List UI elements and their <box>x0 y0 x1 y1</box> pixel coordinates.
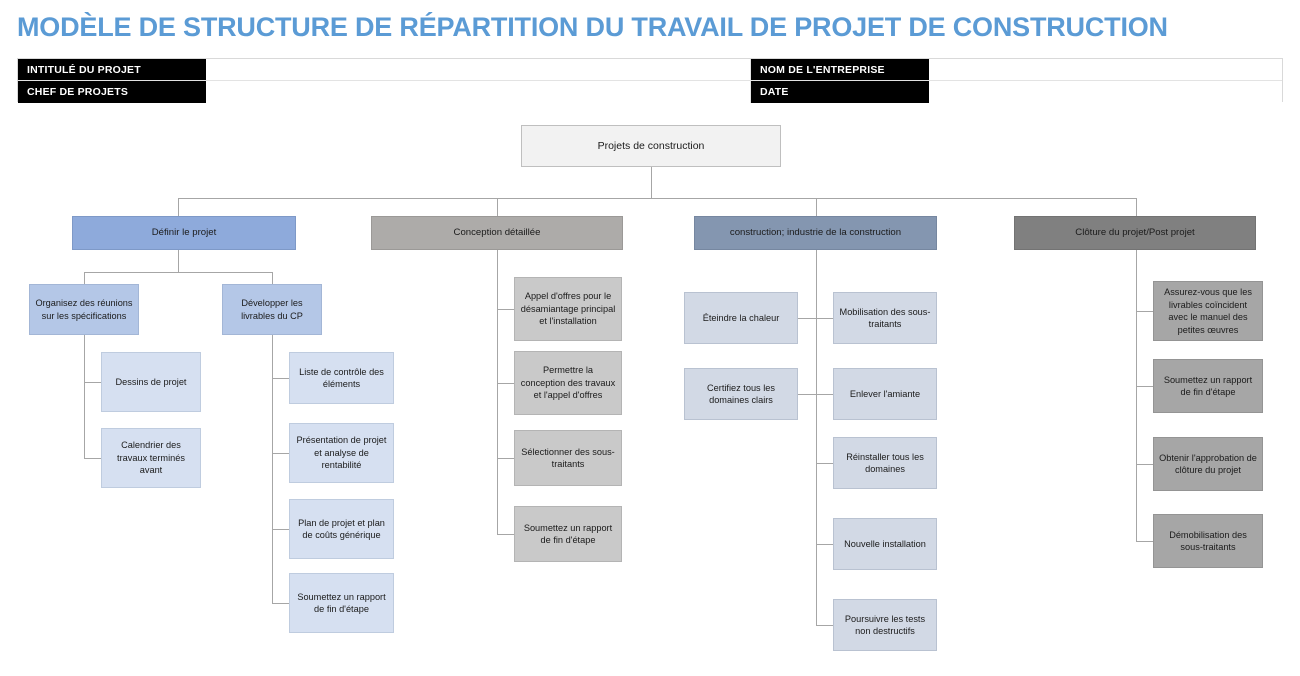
node-phase-definir-le-projet[interactable]: Définir le projet <box>72 216 296 250</box>
node-demobilisation-des-sous-traitants[interactable]: Démobilisation des sous-traitants <box>1153 514 1263 568</box>
connector-p2-elbow-2 <box>497 383 514 384</box>
connector-main-bus <box>178 198 1136 199</box>
connector-p1c1-spine <box>84 335 85 458</box>
project-manager-label: CHEF DE PROJETS <box>18 81 206 103</box>
company-name-field[interactable] <box>929 59 1282 80</box>
connector-p1-bus <box>84 272 273 273</box>
company-name-label: NOM DE L'ENTREPRISE <box>751 59 929 80</box>
connector-p4-elbow-2 <box>1136 386 1153 387</box>
node-permettre-la-conception[interactable]: Permettre la conception des travaux et l… <box>514 351 622 415</box>
connector-p4-elbow-4 <box>1136 541 1153 542</box>
connector-p1c2-elbow-4 <box>272 603 289 604</box>
connector-bus-phase-4 <box>1136 198 1137 216</box>
node-presentation-de-projet[interactable]: Présentation de projet et analyse de ren… <box>289 423 394 483</box>
node-calendrier-des-travaux[interactable]: Calendrier des travaux terminés avant <box>101 428 201 488</box>
node-poursuivre-les-tests[interactable]: Poursuivre les tests non destructifs <box>833 599 937 651</box>
node-phase-construction[interactable]: construction; industrie de la constructi… <box>694 216 937 250</box>
node-phase-conception-detaillee[interactable]: Conception détaillée <box>371 216 623 250</box>
page-title: MODÈLE DE STRUCTURE DE RÉPARTITION DU TR… <box>17 12 1168 42</box>
node-mobilisation-des-sous-traitants[interactable]: Mobilisation des sous-traitants <box>833 292 937 344</box>
node-soumettez-rapport-p4[interactable]: Soumettez un rapport de fin d'étape <box>1153 359 1263 413</box>
connector-p1-child-2 <box>272 272 273 284</box>
connector-p4-elbow-3 <box>1136 464 1153 465</box>
info-row: INTITULÉ DU PROJET NOM DE L'ENTREPRISE <box>18 59 1282 81</box>
project-title-field[interactable] <box>206 59 751 80</box>
node-certifiez-tous-les-domaines[interactable]: Certifiez tous les domaines clairs <box>684 368 798 420</box>
connector-p4-elbow-1 <box>1136 311 1153 312</box>
connector-bus-phase-2 <box>497 198 498 216</box>
connector-p3-left-elbow-2 <box>798 394 817 395</box>
node-developper-les-livrables[interactable]: Développer les livrables du CP <box>222 284 322 335</box>
date-field[interactable] <box>929 81 1282 103</box>
node-dessins-de-projet[interactable]: Dessins de projet <box>101 352 201 412</box>
connector-p3-right-elbow-4 <box>816 544 833 545</box>
node-nouvelle-installation[interactable]: Nouvelle installation <box>833 518 937 570</box>
connector-p1c2-elbow-2 <box>272 453 289 454</box>
node-eteindre-la-chaleur[interactable]: Éteindre la chaleur <box>684 292 798 344</box>
connector-p4-spine <box>1136 250 1137 541</box>
connector-p2-spine <box>497 250 498 535</box>
connector-p1c1-elbow-2 <box>84 458 101 459</box>
node-liste-de-controle[interactable]: Liste de contrôle des éléments <box>289 352 394 404</box>
connector-bus-phase-3 <box>816 198 817 216</box>
connector-p1c2-elbow-3 <box>272 529 289 530</box>
project-manager-field[interactable] <box>206 81 751 103</box>
date-label: DATE <box>751 81 929 103</box>
connector-p2-elbow-4 <box>497 534 514 535</box>
connector-p3-right-elbow-2 <box>816 394 833 395</box>
node-reinstaller-tous-les-domaines[interactable]: Réinstaller tous les domaines <box>833 437 937 489</box>
node-assurez-vous-livrables[interactable]: Assurez-vous que les livrables coïnciden… <box>1153 281 1263 341</box>
connector-p1-child-1 <box>84 272 85 284</box>
node-appel-d-offres-desamiantage[interactable]: Appel d'offres pour le désamiantage prin… <box>514 277 622 341</box>
connector-bus-phase-1 <box>178 198 179 216</box>
node-plan-de-projet[interactable]: Plan de projet et plan de coûts génériqu… <box>289 499 394 559</box>
info-row: CHEF DE PROJETS DATE <box>18 81 1282 103</box>
connector-p2-elbow-1 <box>497 309 514 310</box>
node-soumettez-rapport-p1[interactable]: Soumettez un rapport de fin d'étape <box>289 573 394 633</box>
project-title-label: INTITULÉ DU PROJET <box>18 59 206 80</box>
node-soumettez-rapport-p2[interactable]: Soumettez un rapport de fin d'étape <box>514 506 622 562</box>
node-selectionner-sous-traitants[interactable]: Sélectionner des sous-traitants <box>514 430 622 486</box>
project-info-table: INTITULÉ DU PROJET NOM DE L'ENTREPRISE C… <box>17 58 1283 103</box>
node-obtenir-approbation-cloture[interactable]: Obtenir l'approbation de clôture du proj… <box>1153 437 1263 491</box>
connector-p1c2-elbow-1 <box>272 378 289 379</box>
node-root[interactable]: Projets de construction <box>521 125 781 167</box>
connector-p1-down <box>178 250 179 272</box>
connector-p3-spine <box>816 250 817 625</box>
connector-p3-right-elbow-5 <box>816 625 833 626</box>
connector-p3-right-elbow-1 <box>816 318 833 319</box>
connector-p1c1-elbow-1 <box>84 382 101 383</box>
connector-p3-left-elbow-1 <box>798 318 817 319</box>
connector-p1c2-spine <box>272 335 273 603</box>
connector-p2-elbow-3 <box>497 458 514 459</box>
connector-root-down <box>651 167 652 198</box>
node-phase-cloture-du-projet[interactable]: Clôture du projet/Post projet <box>1014 216 1256 250</box>
node-organisez-des-reunions[interactable]: Organisez des réunions sur les spécifica… <box>29 284 139 335</box>
node-enlever-l-amiante[interactable]: Enlever l'amiante <box>833 368 937 420</box>
connector-p3-right-elbow-3 <box>816 463 833 464</box>
